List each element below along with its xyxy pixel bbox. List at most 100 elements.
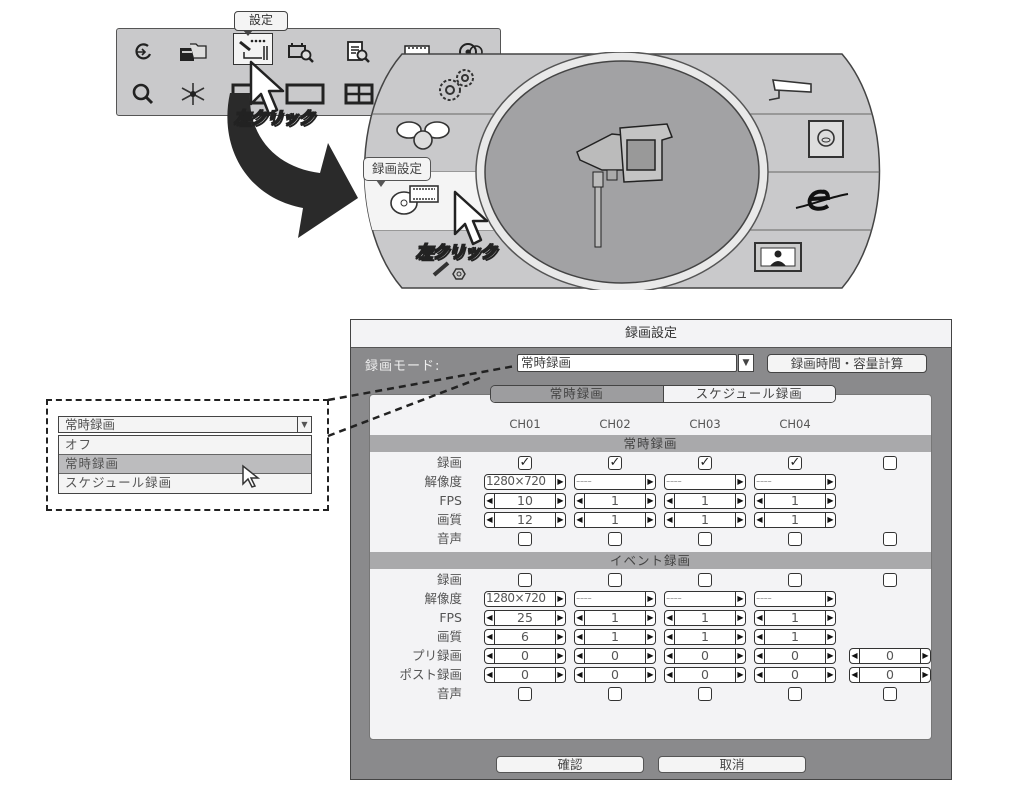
- increment-icon[interactable]: ▶: [555, 494, 565, 508]
- decrement-icon[interactable]: ◀: [665, 649, 675, 663]
- decrement-icon[interactable]: ◀: [575, 611, 585, 625]
- decrement-icon[interactable]: ◀: [485, 513, 495, 527]
- pre-record-spinner[interactable]: ◀0▶: [484, 648, 566, 664]
- fps-spinner[interactable]: ◀10▶: [484, 493, 566, 509]
- resolution-select[interactable]: 1280×720▶: [484, 591, 566, 607]
- decrement-icon[interactable]: ◀: [485, 630, 495, 644]
- record-checkbox[interactable]: ✓: [608, 455, 622, 470]
- folder-icon[interactable]: [175, 37, 211, 67]
- dropdown-select[interactable]: 常時録画 ▼: [58, 416, 312, 433]
- quality-spinner[interactable]: ◀1▶: [574, 629, 656, 645]
- increment-icon[interactable]: ▶: [735, 611, 745, 625]
- dropdown-option-off[interactable]: オフ: [59, 436, 311, 455]
- decrement-icon[interactable]: ◀: [665, 513, 675, 527]
- decrement-icon[interactable]: ◀: [665, 630, 675, 644]
- decrement-icon[interactable]: ◀: [755, 513, 765, 527]
- post-record-spinner[interactable]: ◀0▶: [664, 667, 746, 683]
- increment-icon[interactable]: ▶: [645, 630, 655, 644]
- increment-icon[interactable]: ▶: [645, 494, 655, 508]
- fps-spinner[interactable]: ◀1▶: [664, 493, 746, 509]
- increment-icon[interactable]: ▶: [645, 592, 655, 606]
- decrement-icon[interactable]: ◀: [485, 649, 495, 663]
- fps-spinner[interactable]: ◀25▶: [484, 610, 566, 626]
- calc-time-capacity-button[interactable]: 録画時間・容量計算: [767, 354, 927, 373]
- log-search-icon[interactable]: [341, 37, 377, 67]
- network-icon[interactable]: [794, 182, 850, 216]
- increment-icon[interactable]: ▶: [825, 630, 835, 644]
- audio-checkbox[interactable]: [883, 532, 897, 546]
- tab-continuous[interactable]: 常時録画: [491, 386, 664, 402]
- record-checkbox[interactable]: ✓: [698, 455, 712, 470]
- quality-spinner[interactable]: ◀1▶: [754, 629, 836, 645]
- quality-spinner[interactable]: ◀12▶: [484, 512, 566, 528]
- fps-spinner[interactable]: ◀1▶: [754, 493, 836, 509]
- decrement-icon[interactable]: ◀: [665, 611, 675, 625]
- decrement-icon[interactable]: ◀: [755, 630, 765, 644]
- increment-icon[interactable]: ▶: [555, 513, 565, 527]
- resolution-select[interactable]: ----▶: [664, 591, 746, 607]
- increment-icon[interactable]: ▶: [825, 475, 835, 489]
- increment-icon[interactable]: ▶: [825, 513, 835, 527]
- increment-icon[interactable]: ▶: [555, 649, 565, 663]
- increment-icon[interactable]: ▶: [825, 494, 835, 508]
- record-checkbox[interactable]: [518, 573, 532, 587]
- decrement-icon[interactable]: ◀: [575, 668, 585, 682]
- quad-view-icon[interactable]: [341, 79, 377, 109]
- increment-icon[interactable]: ▶: [555, 592, 565, 606]
- resolution-select[interactable]: 1280×720▶: [484, 474, 566, 490]
- confirm-button[interactable]: 確認: [496, 756, 644, 773]
- pre-record-spinner[interactable]: ◀0▶: [754, 648, 836, 664]
- increment-icon[interactable]: ▶: [555, 475, 565, 489]
- increment-icon[interactable]: ▶: [735, 649, 745, 663]
- resolution-select[interactable]: ----▶: [574, 474, 656, 490]
- record-checkbox[interactable]: [698, 573, 712, 587]
- record-mode-select[interactable]: 常時録画 ▼: [517, 354, 754, 372]
- audio-checkbox[interactable]: [518, 532, 532, 546]
- chevron-down-icon[interactable]: ▼: [738, 354, 754, 372]
- pre-record-spinner[interactable]: ◀0▶: [664, 648, 746, 664]
- resolution-select[interactable]: ----▶: [754, 591, 836, 607]
- decrement-icon[interactable]: ◀: [665, 668, 675, 682]
- chevron-down-icon[interactable]: ▼: [297, 417, 311, 432]
- increment-icon[interactable]: ▶: [645, 475, 655, 489]
- record-checkbox[interactable]: ✓: [788, 455, 802, 470]
- post-record-spinner[interactable]: ◀0▶: [484, 667, 566, 683]
- increment-icon[interactable]: ▶: [735, 630, 745, 644]
- fps-spinner[interactable]: ◀1▶: [574, 610, 656, 626]
- fps-spinner[interactable]: ◀1▶: [754, 610, 836, 626]
- increment-icon[interactable]: ▶: [555, 630, 565, 644]
- post-record-spinner[interactable]: ◀0▶: [574, 667, 656, 683]
- audio-checkbox[interactable]: [788, 687, 802, 701]
- increment-icon[interactable]: ▶: [920, 668, 930, 682]
- audio-checkbox[interactable]: [788, 532, 802, 546]
- quality-spinner[interactable]: ◀1▶: [754, 512, 836, 528]
- increment-icon[interactable]: ▶: [735, 494, 745, 508]
- increment-icon[interactable]: ▶: [645, 649, 655, 663]
- decrement-icon[interactable]: ◀: [850, 649, 860, 663]
- audio-checkbox[interactable]: [883, 687, 897, 701]
- fps-spinner[interactable]: ◀1▶: [574, 493, 656, 509]
- audio-checkbox[interactable]: [698, 687, 712, 701]
- pre-record-spinner[interactable]: ◀0▶: [849, 648, 931, 664]
- resolution-select[interactable]: ----▶: [664, 474, 746, 490]
- resolution-select[interactable]: ----▶: [754, 474, 836, 490]
- cancel-button[interactable]: 取消: [658, 756, 806, 773]
- snowflake-icon[interactable]: [175, 79, 211, 109]
- decrement-icon[interactable]: ◀: [575, 513, 585, 527]
- resolution-select[interactable]: ----▶: [574, 591, 656, 607]
- audio-checkbox[interactable]: [698, 532, 712, 546]
- decrement-icon[interactable]: ◀: [575, 630, 585, 644]
- decrement-icon[interactable]: ◀: [485, 668, 495, 682]
- record-checkbox[interactable]: ✓: [518, 455, 532, 470]
- decrement-icon[interactable]: ◀: [850, 668, 860, 682]
- hdd-icon[interactable]: [806, 118, 846, 160]
- quality-spinner[interactable]: ◀6▶: [484, 629, 566, 645]
- record-checkbox[interactable]: [608, 573, 622, 587]
- decrement-icon[interactable]: ◀: [665, 494, 675, 508]
- post-record-spinner[interactable]: ◀0▶: [849, 667, 931, 683]
- fan-icon[interactable]: [395, 118, 451, 154]
- post-record-spinner[interactable]: ◀0▶: [754, 667, 836, 683]
- increment-icon[interactable]: ▶: [825, 668, 835, 682]
- playback-search-icon[interactable]: [283, 37, 319, 67]
- quality-spinner[interactable]: ◀1▶: [574, 512, 656, 528]
